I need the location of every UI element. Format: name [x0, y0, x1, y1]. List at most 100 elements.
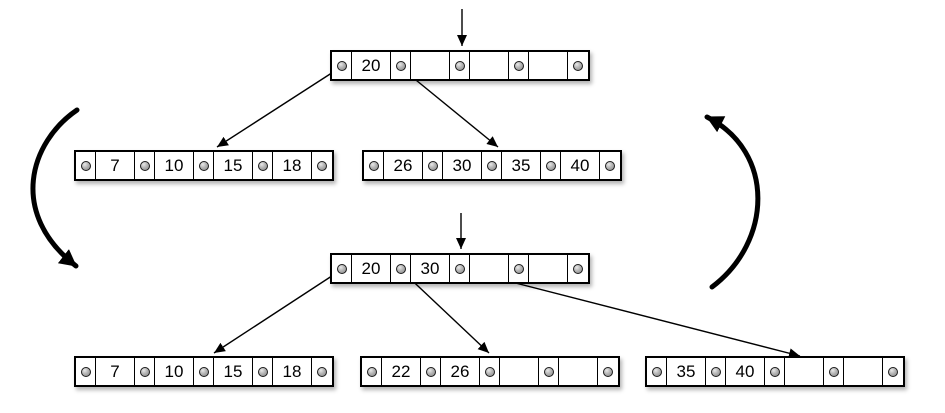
pointer-dot-icon: [651, 366, 662, 377]
pointer-cell: [450, 255, 470, 282]
pointer-dot-icon: [257, 160, 268, 171]
btree-node-after-child-right: 35 40: [645, 356, 905, 387]
pointer-cell: [391, 255, 411, 282]
key-cell: [785, 358, 824, 385]
pointer-dot-icon: [80, 366, 91, 377]
pointer-dot-icon: [139, 366, 150, 377]
pointer-dot-icon: [710, 366, 721, 377]
pointer-dot-icon: [543, 366, 554, 377]
key-cell: 35: [667, 358, 706, 385]
key-cell: 10: [155, 358, 194, 385]
key-cell: 30: [443, 152, 482, 179]
pointer-dot-icon: [603, 366, 613, 377]
pointer-cell: [253, 152, 273, 179]
pointer-dot-icon: [454, 263, 465, 274]
pointer-dot-icon: [257, 366, 268, 377]
pointer-cell: [76, 358, 96, 385]
pointer-dot-icon: [198, 160, 209, 171]
key-cell: 18: [273, 358, 312, 385]
pointer-cell: [391, 52, 411, 79]
key-cell: 40: [726, 358, 765, 385]
key-cell: [844, 358, 883, 385]
pointer-cell: [362, 358, 382, 385]
pointer-dot-icon: [888, 366, 898, 377]
pointer-dot-icon: [427, 160, 438, 171]
pointer-cell: [568, 255, 588, 282]
key-cell: [559, 358, 598, 385]
pointer-dot-icon: [317, 160, 327, 171]
pointer-cell: [824, 358, 844, 385]
key-cell: 18: [273, 152, 312, 179]
child-link-arrow-after-left: [213, 269, 342, 354]
key-cell: 7: [96, 358, 135, 385]
key-cell: 30: [411, 255, 450, 282]
key-cell: 10: [155, 152, 194, 179]
pointer-cell: [194, 152, 214, 179]
pointer-dot-icon: [317, 366, 327, 377]
cycle-arrow-right: [704, 114, 761, 290]
pointer-cell: [509, 52, 529, 79]
cycle-arrow-left: [30, 107, 80, 269]
key-cell: 7: [96, 152, 135, 179]
pointer-dot-icon: [198, 366, 209, 377]
pointer-cell: [135, 358, 155, 385]
pointer-dot-icon: [336, 263, 347, 274]
pointer-dot-icon: [454, 60, 465, 71]
key-cell: [470, 52, 509, 79]
pointer-dot-icon: [573, 263, 583, 274]
pointer-cell: [312, 152, 332, 179]
pointer-dot-icon: [80, 160, 91, 171]
pointer-dot-icon: [513, 60, 524, 71]
pointer-dot-icon: [368, 160, 379, 171]
btree-node-after-child-left: 7 10 15 18: [74, 356, 334, 387]
key-cell: 40: [561, 152, 600, 179]
pointer-cell: [598, 358, 618, 385]
pointer-dot-icon: [484, 366, 495, 377]
pointer-cell: [135, 152, 155, 179]
pointer-dot-icon: [336, 60, 347, 71]
key-cell: 15: [214, 358, 253, 385]
pointer-cell: [421, 358, 441, 385]
key-cell: [411, 52, 450, 79]
pointer-cell: [364, 152, 384, 179]
pointer-cell: [253, 358, 273, 385]
pointer-dot-icon: [769, 366, 780, 377]
pointer-dot-icon: [828, 366, 839, 377]
key-cell: 22: [382, 358, 421, 385]
pointer-dot-icon: [545, 160, 556, 171]
pointer-cell: [332, 52, 352, 79]
pointer-cell: [539, 358, 559, 385]
pointer-dot-icon: [139, 160, 150, 171]
pointer-cell: [706, 358, 726, 385]
key-cell: 26: [384, 152, 423, 179]
btree-node-before-child-right: 26 30 35 40: [362, 150, 622, 181]
pointer-dot-icon: [573, 60, 583, 71]
pointer-cell: [482, 152, 502, 179]
pointer-cell: [450, 52, 470, 79]
pointer-cell: [480, 358, 500, 385]
pointer-cell: [600, 152, 620, 179]
child-link-arrow-before-left: [216, 66, 342, 148]
pointer-dot-icon: [395, 60, 406, 71]
btree-node-before-root: 20: [330, 50, 590, 81]
pointer-dot-icon: [425, 366, 436, 377]
key-cell: [529, 255, 568, 282]
pointer-cell: [509, 255, 529, 282]
pointer-cell: [883, 358, 903, 385]
pointer-cell: [423, 152, 443, 179]
pointer-dot-icon: [366, 366, 377, 377]
pointer-cell: [332, 255, 352, 282]
key-cell: 20: [352, 52, 391, 79]
pointer-dot-icon: [395, 263, 406, 274]
pointer-dot-icon: [513, 263, 524, 274]
pointer-cell: [568, 52, 588, 79]
pointer-cell: [312, 358, 332, 385]
key-cell: [529, 52, 568, 79]
pointer-cell: [541, 152, 561, 179]
pointer-dot-icon: [486, 160, 497, 171]
key-cell: 35: [502, 152, 541, 179]
key-cell: 20: [352, 255, 391, 282]
